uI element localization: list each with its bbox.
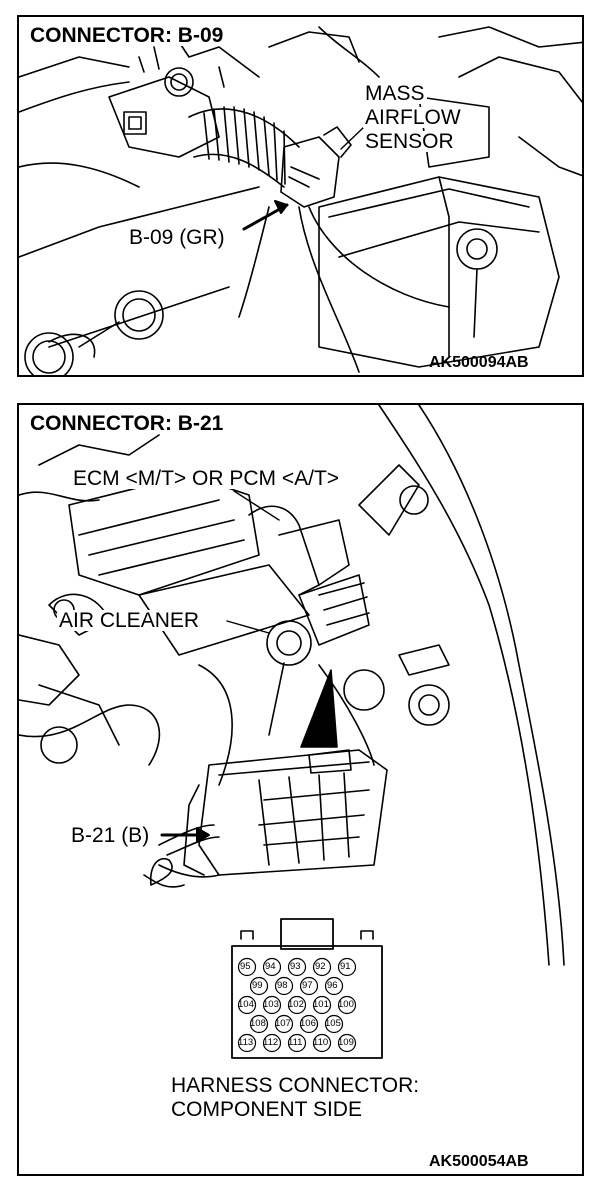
pin-label: 96 bbox=[327, 980, 338, 991]
mass-airflow-label-line3: SENSOR bbox=[363, 130, 456, 153]
pin-label: 110 bbox=[313, 1037, 329, 1048]
pin-label: 102 bbox=[288, 999, 304, 1010]
harness-connector-label-line2: COMPONENT SIDE bbox=[171, 1098, 362, 1121]
pin-label: 106 bbox=[300, 1018, 316, 1029]
mass-airflow-label-line2: AIRFLOW bbox=[363, 106, 463, 129]
figure-code: AK500054AB bbox=[429, 1153, 529, 1170]
pin-label: 105 bbox=[325, 1018, 341, 1029]
connector-b21-label: B-21 (B) bbox=[69, 824, 152, 847]
mass-airflow-label-line1: MASS bbox=[363, 82, 427, 105]
pin-label: 95 bbox=[240, 961, 251, 972]
pin-label: 92 bbox=[315, 961, 326, 972]
pin-label: 104 bbox=[238, 999, 254, 1010]
connector-b09-panel: CONNECTOR: B-09 MASS AIRFLOW SENSOR B-09… bbox=[17, 15, 584, 377]
pin-label: 97 bbox=[302, 980, 313, 991]
air-cleaner-label: AIR CLEANER bbox=[57, 609, 202, 632]
figure-code: AK500094AB bbox=[429, 354, 529, 371]
pin-label: 94 bbox=[265, 961, 276, 972]
pin-label: 111 bbox=[288, 1037, 303, 1048]
connector-b21-panel: CONNECTOR: B-21 ECM <M/T> OR PCM <A/T> A… bbox=[17, 403, 584, 1176]
engine-bay-illustration-b09 bbox=[19, 26, 582, 375]
pin-label: 103 bbox=[263, 999, 279, 1010]
pin-label: 91 bbox=[340, 961, 351, 972]
pin-label: 99 bbox=[252, 980, 263, 991]
connector-b09-label: B-09 (GR) bbox=[127, 226, 227, 249]
pin-label: 113 bbox=[238, 1037, 254, 1048]
pin-label: 101 bbox=[313, 999, 329, 1010]
panel-title: CONNECTOR: B-09 bbox=[27, 25, 227, 46]
pin-label: 109 bbox=[338, 1037, 354, 1048]
pin-label: 98 bbox=[277, 980, 288, 991]
engine-bay-illustration-b21 bbox=[19, 405, 565, 1059]
pin-label: 100 bbox=[338, 999, 354, 1010]
pin-label: 108 bbox=[250, 1018, 266, 1029]
harness-connector-label-line1: HARNESS CONNECTOR: bbox=[171, 1074, 420, 1097]
ecm-pcm-label: ECM <M/T> OR PCM <A/T> bbox=[71, 467, 342, 490]
pin-label: 93 bbox=[290, 961, 301, 972]
pin-label: 112 bbox=[263, 1037, 279, 1048]
panel-title: CONNECTOR: B-21 bbox=[27, 413, 227, 434]
pin-label: 107 bbox=[275, 1018, 291, 1029]
